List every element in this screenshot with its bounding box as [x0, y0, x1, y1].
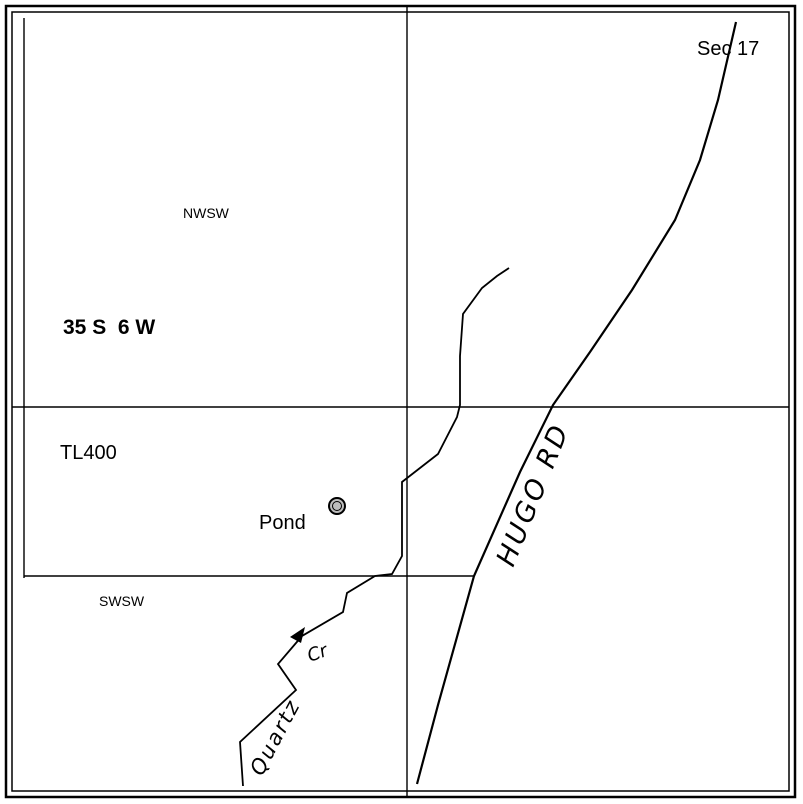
- hugo-road-line: [415, 21, 738, 785]
- map-border-outer: [4, 4, 797, 799]
- road-label: HUGO RD: [491, 419, 576, 571]
- flow-direction-arrow-icon: [290, 627, 305, 643]
- quarter-label-swsw: SWSW: [99, 593, 145, 609]
- creek-suffix-label: Cr: [305, 640, 332, 667]
- pond-circle-icon: [328, 497, 346, 515]
- tax-lot-label: TL400: [60, 442, 117, 464]
- quarter-label-nwsw: NWSW: [183, 205, 230, 221]
- pond-label: Pond: [259, 512, 306, 534]
- township-range-label: 35 S 6 W: [63, 316, 155, 339]
- section-label: Sec 17: [697, 38, 759, 60]
- quartz-creek-line: [239, 267, 510, 787]
- map-border-inner: [11, 11, 790, 792]
- creek-name-label: Quartz: [245, 695, 305, 779]
